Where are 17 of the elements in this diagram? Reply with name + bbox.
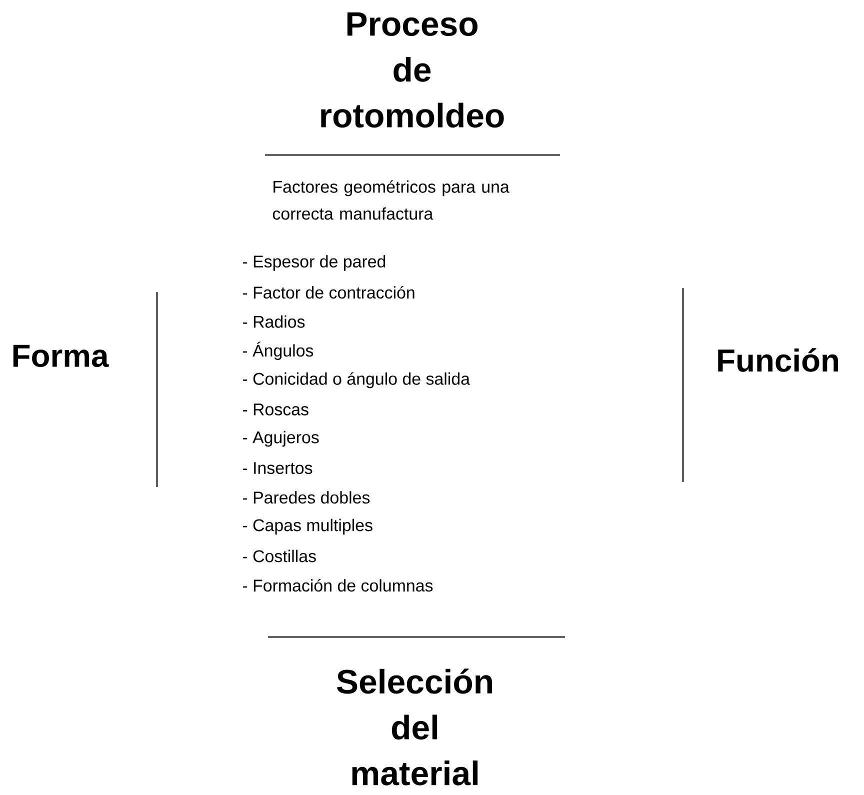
side-heading: Función bbox=[718, 348, 838, 372]
intro-text: Factores geométricos para una correcta manufactura bbox=[272, 180, 510, 220]
list-item: - Insertos bbox=[242, 462, 312, 474]
list-item: - Agujeros bbox=[242, 430, 319, 447]
heading: Proceso de rotomoldeo bbox=[321, 12, 504, 128]
list-item: - Conicidad o ángulo de salida bbox=[242, 372, 470, 388]
list-item: - Radios bbox=[242, 315, 305, 328]
list-item: - Ángulos bbox=[242, 342, 314, 360]
list-item: - Costillas bbox=[242, 550, 316, 562]
list-item: - Paredes dobles bbox=[242, 491, 370, 504]
list-item: - Roscas bbox=[242, 404, 308, 416]
list-item: - Capas multiples bbox=[242, 518, 372, 535]
list-item: - Factor de contracción bbox=[242, 286, 414, 299]
list-item: - Formación de columnas bbox=[242, 578, 433, 592]
list-item: - Espesor de pared bbox=[242, 255, 386, 271]
heading: Selección del material bbox=[336, 668, 492, 786]
side-heading: Forma bbox=[13, 344, 109, 368]
